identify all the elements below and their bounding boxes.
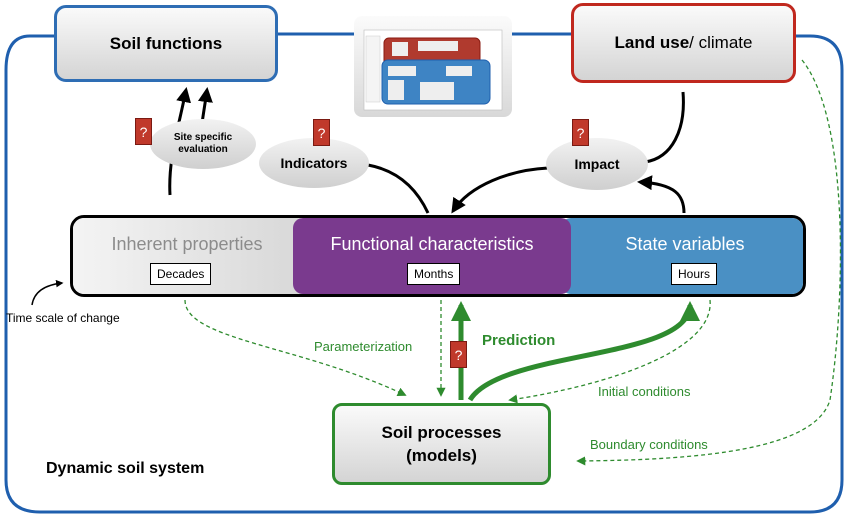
functional-characteristics-label: Functional characteristics (330, 234, 534, 254)
question-mark-prediction-label: ? (454, 346, 463, 363)
parameterization-label: Parameterization (314, 339, 413, 354)
outer-frame (4, 34, 844, 514)
state-variables-segment: State variables Hours (561, 218, 803, 294)
land-use-box: Land use / climate (571, 3, 796, 83)
arrow-state-impact (637, 175, 686, 214)
inherent-properties-segment: Inherent properties Decades (73, 218, 301, 294)
functional-characteristics-segment: Functional characteristics Months (293, 218, 571, 294)
question-mark-impact: ? (572, 119, 589, 146)
land-use-label: Land use (614, 33, 690, 52)
boundary-conditions-label: Boundary conditions (590, 437, 708, 452)
models-label: (models) (406, 446, 477, 465)
decades-label: Decades (150, 263, 212, 285)
arrow-time-scale (31, 279, 64, 306)
time-scale-label: Time scale of change (6, 311, 120, 325)
soil-functions-label: Soil functions (109, 33, 223, 53)
impact-ellipse: Impact (546, 138, 648, 190)
site-specific-evaluation-ellipse: Site specific evaluation (150, 119, 256, 169)
question-mark-indicators-label: ? (317, 124, 326, 141)
indicators-label: Indicators (280, 155, 348, 171)
soil-processes-box: Soil processes (models) (332, 403, 551, 485)
property-band: Inherent properties Decades State variab… (70, 215, 806, 297)
months-label: Months (407, 263, 461, 285)
curve-indicators (367, 163, 430, 214)
indicators-ellipse: Indicators (259, 138, 369, 188)
arrow-impact-functional (451, 166, 549, 214)
question-mark-site-label: ? (139, 123, 148, 140)
dashed-parameterization (184, 299, 407, 396)
initial-conditions-label: Initial conditions (598, 384, 691, 399)
question-mark-prediction: ? (450, 341, 467, 368)
evaluation-label: evaluation (178, 144, 228, 155)
inherent-properties-label: Inherent properties (111, 234, 263, 254)
impact-label: Impact (574, 156, 620, 172)
hours-label: Hours (671, 263, 718, 285)
soil-functions-box: Soil functions (54, 5, 278, 82)
land-use-climate-label: / climate (689, 33, 753, 52)
dynamic-soil-system-label: Dynamic soil system (46, 460, 205, 477)
soil-processes-label: Soil processes (381, 423, 502, 442)
site-specific-label: Site specific (173, 132, 233, 143)
state-variables-label: State variables (625, 234, 745, 254)
dashed-initial (508, 299, 711, 404)
question-mark-site: ? (135, 118, 152, 145)
dashed-boundary (576, 59, 842, 466)
thumbnail-graphic (363, 29, 503, 111)
arrow-to-state (467, 301, 700, 402)
question-mark-indicators: ? (313, 119, 330, 146)
question-mark-impact-label: ? (576, 124, 585, 141)
prediction-label: Prediction (482, 332, 556, 349)
curve-landuse-impact (644, 91, 685, 164)
diagram-thumbnail (354, 16, 512, 117)
